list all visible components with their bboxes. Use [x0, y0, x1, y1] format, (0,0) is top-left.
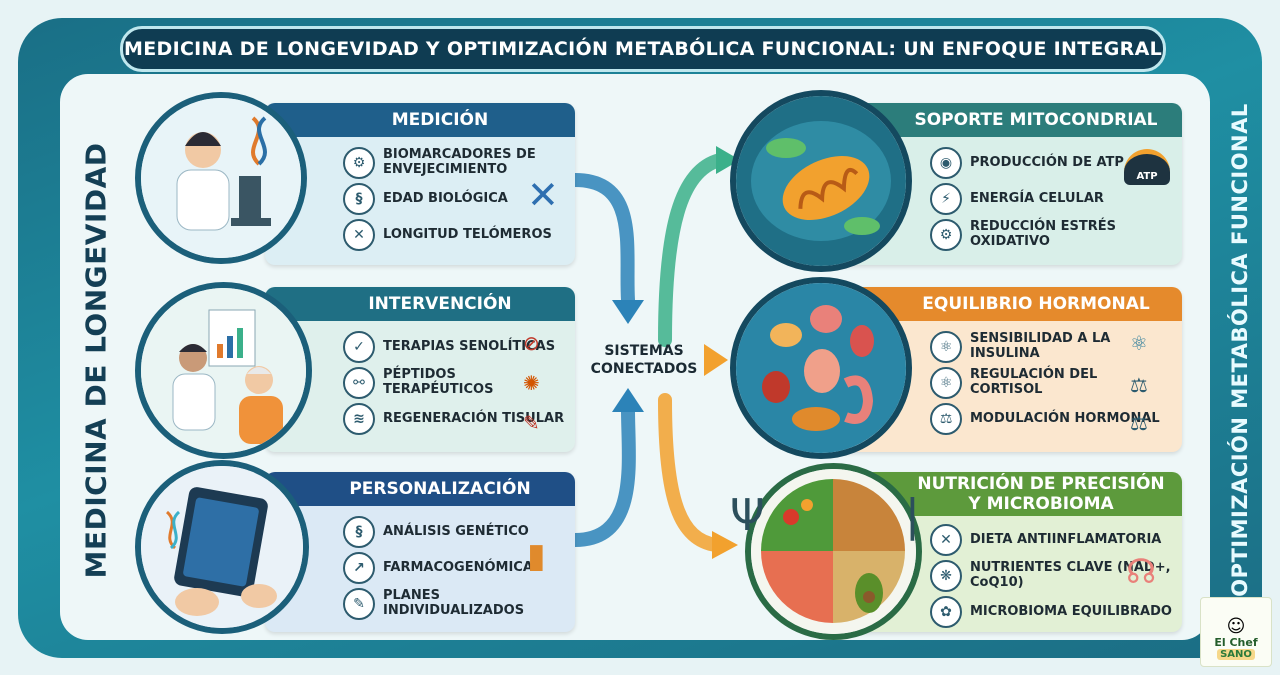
flow-arrow-personalizacion — [568, 403, 636, 547]
molecule-icon: ⚛ — [930, 331, 962, 363]
list-item: ✎ PLANES INDIVIDUALIZADOS — [343, 588, 565, 620]
center-line-1: SISTEMAS — [604, 343, 684, 359]
gear-icon: ⚙ — [930, 219, 962, 251]
mitochondria-icon: ◉ — [930, 147, 962, 179]
item-label: REGULACIÓN DEL CORTISOL — [970, 367, 1098, 397]
list-item: ◉ PRODUCCIÓN DE ATP — [930, 147, 1172, 179]
bacteria-icon: ✿ — [930, 596, 962, 628]
flow-arrow-nutricion — [658, 393, 723, 552]
item-label: ANÁLISIS GENÉTICO — [383, 523, 529, 539]
list-item: ✕ LONGITUD TELÓMEROS — [343, 219, 565, 251]
flow-arrow-hormonal — [704, 344, 728, 376]
card-personalizacion: PERSONALIZACIÓN § ANÁLISIS GENÉTICO ↗ FARM… — [265, 472, 575, 632]
flow-arrow-medicion — [568, 173, 635, 307]
balance-icon: ⚖ — [1130, 373, 1148, 397]
peptide-icon: ⚯ — [343, 367, 375, 399]
list-item: ↗ FARMACOGENÓMICA — [343, 552, 565, 584]
microscope-icon: ⚙ — [343, 147, 375, 179]
balance-icon: ⚖ — [930, 403, 962, 435]
list-item: ⚙ BIOMARCADORES DE ENVEJECIMIENTO — [343, 147, 565, 179]
card-medicion: MEDICIÓN ⚙ BIOMARCADORES DE ENVEJECIMIENT… — [265, 103, 575, 265]
card-title: PERSONALIZACIÓN — [265, 472, 575, 506]
item-label: LONGITUD TELÓMEROS — [383, 226, 552, 242]
item-label: BIOMARCADORES DE ENVEJECIMIENTO — [383, 147, 536, 177]
knife-icon: | — [905, 490, 920, 541]
list-item: ✿ MICROBIOMA EQUILIBRADO — [930, 596, 1172, 628]
chef-hat-icon: ☺ — [1226, 616, 1246, 637]
list-item: ✓ TERAPIAS SENOLÍTICAS — [343, 331, 565, 363]
center-line-2: CONECTADOS — [590, 361, 698, 378]
scientist-illustration — [135, 92, 307, 264]
flow-arrow-personalizacion-head — [612, 388, 644, 412]
dna-icon: § — [343, 516, 375, 548]
flow-arrow-nutricion-head — [712, 531, 738, 559]
molecule-icon: ⚛ — [1130, 331, 1148, 355]
list-item: § EDAD BIOLÓGICA — [343, 183, 565, 215]
virus-icon: ✺ — [523, 371, 540, 395]
list-item: ❋ NUTRIENTES CLAVE (NAD+, CoQ10) — [930, 560, 1172, 592]
list-item: § ANÁLISIS GENÉTICO — [343, 516, 565, 548]
intestine-icon: ☊ — [1126, 552, 1157, 592]
doctor-patient-illustration — [135, 282, 312, 459]
flow-arrow-mitocondrial-head — [716, 146, 740, 174]
chromosome-icon: ✕ — [527, 173, 559, 217]
center-label: SISTEMAS CONECTADOS — [584, 342, 704, 378]
item-label: ENERGÍA CELULAR — [970, 190, 1104, 206]
item-label: DIETA ANTIINFLAMATORIA — [970, 531, 1162, 547]
no-cell-icon: ⊘ — [523, 331, 540, 355]
item-label: PRODUCCIÓN DE ATP — [970, 154, 1124, 170]
tablet-illustration — [135, 460, 309, 634]
atp-gauge: ATP — [1124, 149, 1170, 185]
list-item: ⚖MODULACIÓN HORMONAL — [930, 403, 1172, 435]
chef-sano-logo: ☺ El Chef SANO — [1200, 597, 1272, 667]
molecule-icon: ⚛ — [930, 367, 962, 399]
item-label: SENSIBILIDAD A LA INSULINA — [970, 331, 1111, 361]
item-label: MODULACIÓN HORMONAL — [970, 410, 1160, 426]
list-item: ≋ REGENERACIÓN TISULAR — [343, 403, 565, 435]
healthy-plate-illustration — [745, 463, 922, 640]
list-item: ⚛ REGULACIÓN DEL CORTISOL — [930, 367, 1172, 399]
item-label: NUTRIENTES CLAVE (NAD+, CoQ10) — [970, 560, 1171, 590]
logo-line-1: El Chef — [1214, 636, 1258, 649]
list-item: ⚯ PÉPTIDOS TERAPÉUTICOS — [343, 367, 565, 399]
item-label: PLANES INDIVIDUALIZADOS — [383, 588, 525, 618]
pill-bottle-icon: ▮ — [527, 536, 546, 576]
item-label: FARMACOGENÓMICA — [383, 559, 533, 575]
item-label: REGENERACIÓN TISULAR — [383, 410, 565, 426]
balance-icon: ⚖ — [1130, 411, 1148, 435]
chart-icon: ↗ — [343, 552, 375, 584]
item-label: TERAPIAS SENOLÍTICAS — [383, 338, 556, 354]
card-title: INTERVENCIÓN — [265, 287, 575, 321]
item-label: REDUCCIÓN ESTRÉS OXIDATIVO — [970, 219, 1116, 249]
flow-arrow-medicion-head — [612, 300, 644, 324]
flow-arrow-mitocondrial — [658, 153, 727, 347]
card-title: EQUILIBRIO HORMONAL — [830, 287, 1182, 321]
list-item: ⚡ ENERGÍA CELULAR — [930, 183, 1172, 215]
item-label: PÉPTIDOS TERAPÉUTICOS — [383, 367, 494, 397]
muscle-icon: ✎ — [523, 411, 540, 435]
fork-icon: Ψ — [730, 490, 765, 541]
lightning-icon: ⚡ — [930, 183, 962, 215]
logo-line-2: SANO — [1217, 649, 1255, 660]
shield-icon: ✓ — [343, 331, 375, 363]
page-title: MEDICINA DE LONGEVIDAD Y OPTIMIZACIÓN ME… — [120, 26, 1166, 72]
card-intervencion: INTERVENCIÓN ✓ TERAPIAS SENOLÍTICAS ⚯ PÉPT… — [265, 287, 575, 452]
atp-label: ATP — [1136, 171, 1158, 182]
item-label: MICROBIOMA EQUILIBRADO — [970, 603, 1172, 619]
clipboard-icon: ✎ — [343, 588, 375, 620]
list-item: ⚛ SENSIBILIDAD A LA INSULINA — [930, 331, 1172, 363]
organs-illustration — [730, 277, 912, 459]
nutrient-icon: ❋ — [930, 560, 962, 592]
tissue-icon: ≋ — [343, 403, 375, 435]
list-item: ⚙ REDUCCIÓN ESTRÉS OXIDATIVO — [930, 219, 1172, 251]
item-label: EDAD BIOLÓGICA — [383, 190, 508, 206]
mitochondria-illustration — [730, 90, 912, 272]
dna-icon: § — [343, 183, 375, 215]
chromosome-icon: ✕ — [343, 219, 375, 251]
list-item: ✕ DIETA ANTIINFLAMATORIA — [930, 524, 1172, 556]
utensils-icon: ✕ — [930, 524, 962, 556]
card-title: MEDICIÓN — [265, 103, 575, 137]
